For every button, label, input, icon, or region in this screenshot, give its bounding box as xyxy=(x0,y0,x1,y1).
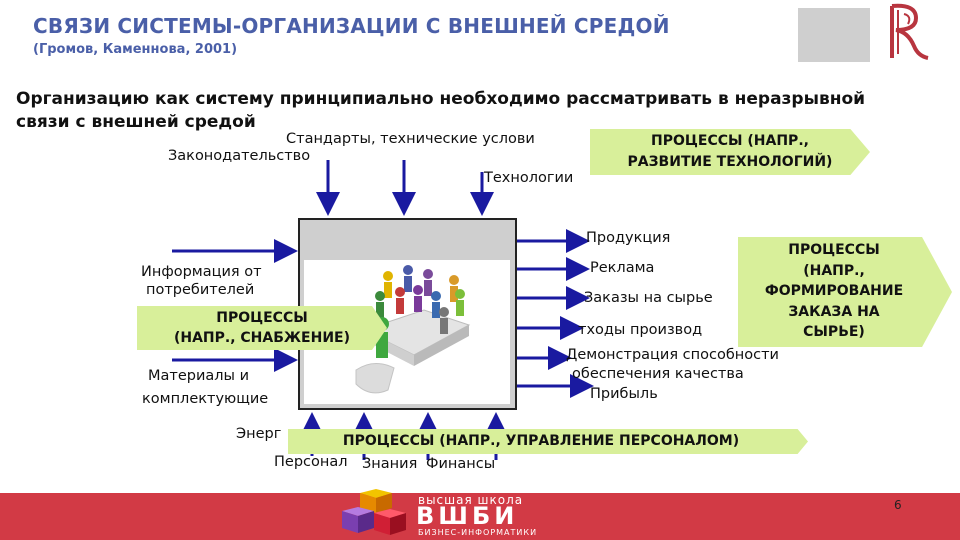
callout-order-processes: ПРОЦЕССЫ (НАПР., ФОРМИРОВАНИЕ ЗАКАЗА НА … xyxy=(738,237,952,347)
page-number: 6 xyxy=(894,498,902,512)
label-finance: Финансы xyxy=(426,456,496,472)
callout-tech-processes: ПРОЦЕССЫ (НАПР., РАЗВИТИЕ ТЕХНОЛОГИЙ) xyxy=(590,129,870,175)
lead-text: Организацию как систему принципиально не… xyxy=(16,89,866,132)
label-legislation: Законодательство xyxy=(168,148,311,164)
footer-logo-bottom: БИЗНЕС-ИНФОРМАТИКИ xyxy=(418,528,538,537)
callout-supply-line2: (НАПР., СНАБЖЕНИЕ) xyxy=(173,330,351,346)
label-advertising: Реклама xyxy=(590,260,655,276)
label-materials-1: Материалы и xyxy=(148,368,250,384)
label-waste: тходы производ xyxy=(578,322,703,338)
callout-order-line1: ПРОЦЕССЫ xyxy=(788,242,880,258)
footer-logo-top: высшая школа xyxy=(418,493,524,507)
callout-hr-processes: ПРОЦЕССЫ (НАПР., УПРАВЛЕНИЕ ПЕРСОНАЛОМ) xyxy=(288,429,808,454)
page-subtitle: (Громов, Каменнова, 2001) xyxy=(33,42,238,57)
callout-tech-line1: ПРОЦЕССЫ (НАПР., xyxy=(651,133,809,149)
callout-tech-line2: РАЗВИТИЕ ТЕХНОЛОГИЙ) xyxy=(627,154,833,170)
label-knowledge: Знания xyxy=(362,456,418,472)
label-orders: Заказы на сырье xyxy=(584,290,713,306)
label-energy: Энерг xyxy=(236,426,282,442)
footer-logo-main: ВШБИ xyxy=(416,502,519,530)
label-personnel: Персонал xyxy=(274,454,348,470)
callout-order-line5: СЫРЬЕ) xyxy=(803,324,865,340)
callout-supply-line1: ПРОЦЕССЫ xyxy=(216,310,308,326)
label-standards: Стандарты, технические услови xyxy=(286,131,535,147)
label-quality-1: Демонстрация способности xyxy=(566,347,779,363)
label-quality-2: обеспечения качества xyxy=(572,366,744,382)
label-products: Продукция xyxy=(586,230,671,246)
label-materials-2: комплектующие xyxy=(142,391,269,407)
label-technologies: Технологии xyxy=(484,170,574,186)
label-profit: Прибыль xyxy=(590,386,658,402)
callout-supply-processes: ПРОЦЕССЫ (НАПР., СНАБЖЕНИЕ) xyxy=(137,306,387,350)
cubes-logo-icon xyxy=(336,489,412,540)
callout-order-line4: ЗАКАЗА НА xyxy=(788,303,880,320)
header-decoration xyxy=(798,8,870,62)
label-customer-info-1: Информация от xyxy=(141,264,262,280)
label-customer-info-2: потребителей xyxy=(146,282,255,298)
hse-logo-icon xyxy=(878,0,960,64)
callout-order-line2: (НАПР., xyxy=(803,262,865,279)
callout-order-line3: ФОРМИРОВАНИЕ xyxy=(764,283,904,299)
footer-bar xyxy=(0,493,960,540)
page-title: СВЯЗИ СИСТЕМЫ-ОРГАНИЗАЦИИ С ВНЕШНЕЙ СРЕД… xyxy=(33,14,670,38)
